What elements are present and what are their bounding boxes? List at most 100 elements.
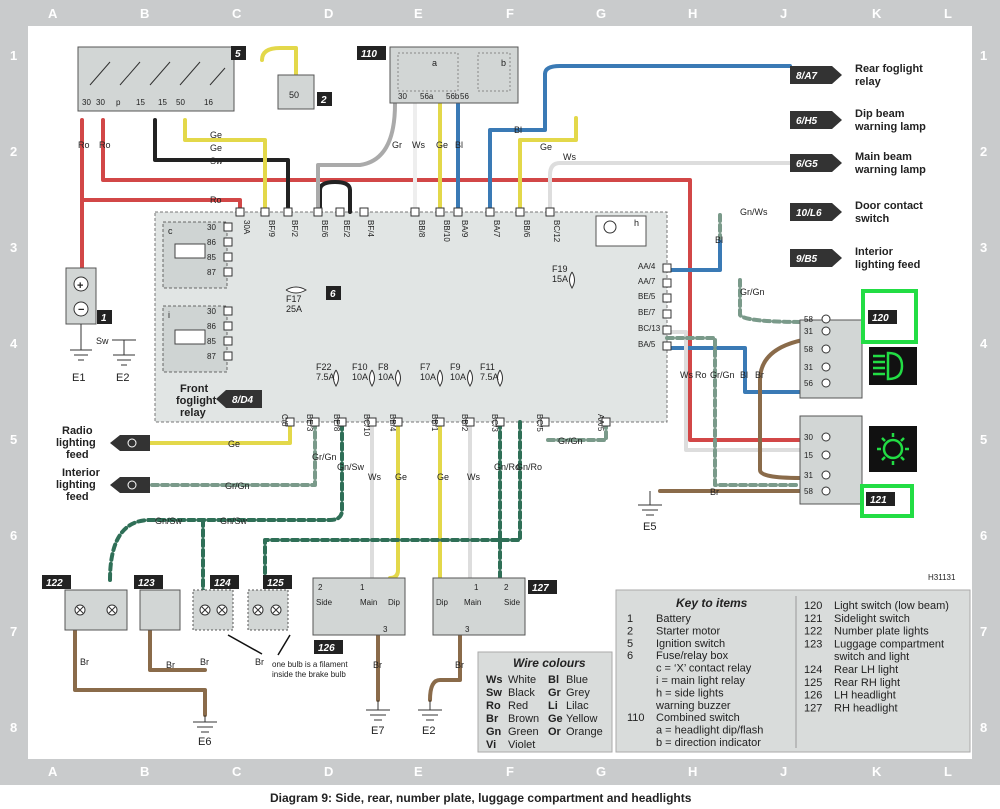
grid-col-bottom: H <box>688 764 697 779</box>
grid-row-right: 4 <box>980 336 988 351</box>
wl-gnws: Gn/Ws <box>740 207 768 217</box>
grid-row-left: 4 <box>10 336 18 351</box>
fuse-icon <box>395 369 401 387</box>
arrow-label: Interior <box>62 467 101 479</box>
wl-ge-5: Ge <box>228 439 240 449</box>
component-badge <box>210 575 239 589</box>
wire-colour-name: Green <box>508 726 539 738</box>
arrow-label: feed <box>66 491 89 503</box>
ground-e2-label: E2 <box>116 372 129 384</box>
grid-row-right: 6 <box>980 528 987 543</box>
wire-ge-starter <box>260 46 298 77</box>
connector-pin <box>662 325 672 335</box>
bulb-filament <box>218 606 226 614</box>
wl-ge-7: Ge <box>437 472 449 482</box>
grid-row-left: 1 <box>10 48 17 63</box>
connector-top-label: 30A <box>242 220 251 235</box>
wire-label-sw-e1: Sw <box>96 336 109 346</box>
key-number: 126 <box>804 690 822 702</box>
sidelight-switch-121 <box>799 415 863 505</box>
key-description: Number plate lights <box>834 626 929 638</box>
wire-bl-door <box>665 236 722 272</box>
grid-col-top: L <box>944 6 952 21</box>
ground-e7-label: E7 <box>371 725 384 737</box>
wire-colour-name: Red <box>508 700 528 712</box>
wl-ro-1: Ro <box>78 140 90 150</box>
grid-row-left: 5 <box>10 432 17 447</box>
arrow-label: Front <box>180 383 208 395</box>
arrow-ref: 6/H5 <box>796 116 818 127</box>
wl-ro-4: Ro <box>695 370 707 380</box>
arrow-ref: 8/A7 <box>796 71 818 82</box>
fuse-name: F22 <box>316 362 332 372</box>
combined-terminal: 56a <box>420 92 434 101</box>
arrow-callout <box>790 66 842 84</box>
combined-switch <box>389 46 519 104</box>
component-badge <box>134 575 163 589</box>
ignition-terminal: 30 <box>96 98 105 107</box>
wire-code: Ro <box>486 700 501 712</box>
wl-gnsw-3: Gn/Sw <box>220 516 248 526</box>
bulb-filament <box>201 606 209 614</box>
fuse-name: F19 <box>552 264 568 274</box>
fuse-relay-box <box>154 211 668 423</box>
wire-ro-headlights <box>101 118 802 442</box>
ground-e7-icon <box>366 700 390 721</box>
lh-pin1: 1 <box>360 583 365 592</box>
connector-pin <box>410 207 420 217</box>
grid-col-top: G <box>596 6 606 21</box>
wires <box>73 46 817 717</box>
key-to-items <box>615 589 971 753</box>
relay-pin <box>223 252 233 262</box>
component-badge-label: 126 <box>318 643 335 654</box>
arrow-label: relay <box>180 407 207 419</box>
wire-gnsw-main <box>108 420 344 582</box>
rh-pin1: 1 <box>474 583 479 592</box>
fuse-rating: 7.5A <box>316 372 335 382</box>
wl-br-1: Br <box>755 370 764 380</box>
component-badge <box>314 640 343 654</box>
grid-col-top: K <box>872 6 882 21</box>
grid-col-bottom: E <box>414 764 423 779</box>
lamp-icon <box>127 438 137 448</box>
rh-headlight <box>432 577 526 636</box>
wire-code: Gr <box>548 687 562 699</box>
fuse-rating: 7.5A <box>480 372 499 382</box>
combined-switch-section-a <box>397 52 459 92</box>
wire-br-e2 <box>428 633 462 702</box>
key-description: Luggage compartment <box>834 638 944 650</box>
arrow-callout <box>110 435 150 451</box>
relay-pin-label: 30 <box>207 223 216 232</box>
wire-sw-loop <box>318 180 352 214</box>
ignition-terminal: 16 <box>204 98 213 107</box>
connector-pin <box>662 341 672 351</box>
connector-bottom-label: BC/10 <box>362 414 371 437</box>
component-badge <box>866 492 895 506</box>
key-description: Sidelight switch <box>834 613 910 625</box>
wl-br-3: Br <box>80 657 89 667</box>
component-badge <box>868 310 897 324</box>
wl-grgn-2: Gr/Gn <box>710 370 735 380</box>
wl-ge-2: Ge <box>210 143 222 153</box>
component-badge <box>42 575 71 589</box>
wire-ge-radio <box>148 420 292 445</box>
wire-code: Li <box>548 700 558 712</box>
key-number: 122 <box>804 626 822 638</box>
component-badge <box>326 286 341 300</box>
key-number: 123 <box>804 638 822 650</box>
fuse-name: F17 <box>286 294 302 304</box>
wire-code: Br <box>486 713 499 725</box>
wire-code: Sw <box>486 687 502 699</box>
arrow-label: Dip beam <box>855 108 905 120</box>
fuse-icon <box>437 369 443 387</box>
connector-pin <box>393 417 403 427</box>
combined-terminal: 56 <box>460 92 469 101</box>
lh-dip-label: Dip <box>388 598 401 607</box>
